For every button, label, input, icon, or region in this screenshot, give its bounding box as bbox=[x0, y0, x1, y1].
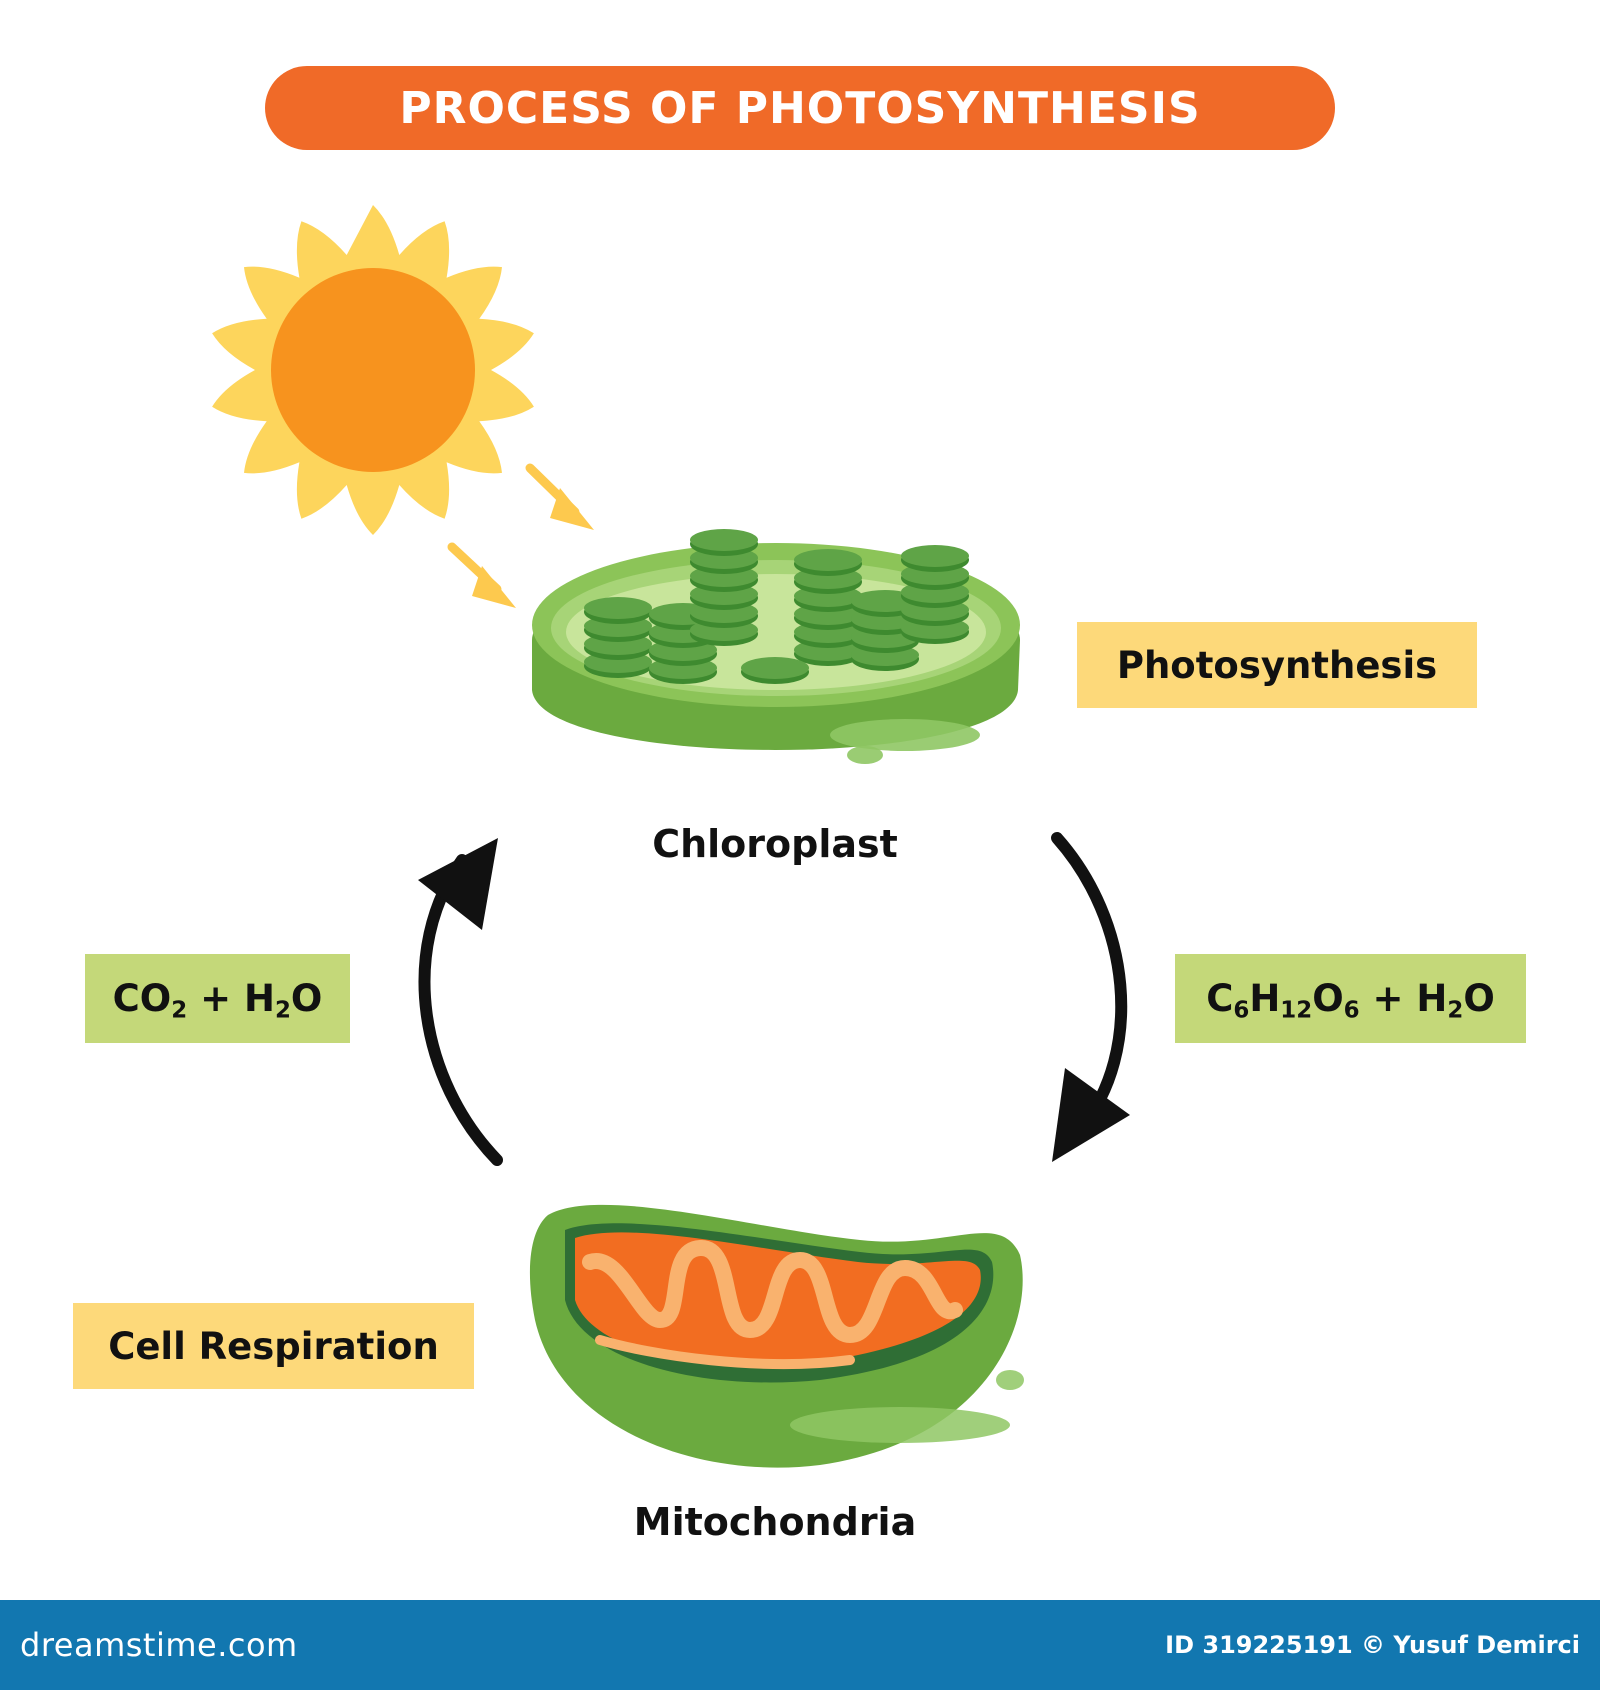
footer-brand[interactable]: dreamstime.com bbox=[20, 1626, 298, 1664]
mitochondria-illustration bbox=[529, 1204, 1024, 1468]
inputs-formula-box: CO2 + H2O bbox=[85, 954, 350, 1043]
cell-respiration-label-box: Cell Respiration bbox=[73, 1303, 474, 1389]
photosynthesis-label-box: Photosynthesis bbox=[1077, 622, 1477, 708]
outputs-formula-box: C6H12O6 + H2O bbox=[1175, 954, 1526, 1043]
cell-respiration-label: Cell Respiration bbox=[108, 1324, 439, 1368]
curved-arrow-icon bbox=[1051, 832, 1130, 1162]
sunlight-arrow-icon bbox=[447, 463, 594, 608]
sun-icon bbox=[212, 205, 534, 535]
footer-bar: dreamstime.com ID 319225191 © Yusuf Demi… bbox=[0, 1600, 1600, 1690]
mitochondria-label: Mitochondria bbox=[633, 1500, 917, 1544]
chloroplast-illustration bbox=[532, 529, 1020, 764]
co2-h2o-formula: CO2 + H2O bbox=[112, 977, 323, 1024]
photosynthesis-label: Photosynthesis bbox=[1116, 643, 1438, 687]
glucose-water-formula: C6H12O6 + H2O bbox=[1206, 977, 1495, 1024]
photosynthesis-cycle-illustration bbox=[212, 205, 1130, 1468]
footer-credit: ID 319225191 © Yusuf Demirci bbox=[1165, 1631, 1580, 1659]
chloroplast-label: Chloroplast bbox=[652, 822, 898, 866]
page-title: PROCESS OF PHOTOSYNTHESIS bbox=[399, 82, 1201, 134]
title-banner: PROCESS OF PHOTOSYNTHESIS bbox=[265, 66, 1335, 150]
curved-arrow-icon bbox=[418, 838, 503, 1166]
